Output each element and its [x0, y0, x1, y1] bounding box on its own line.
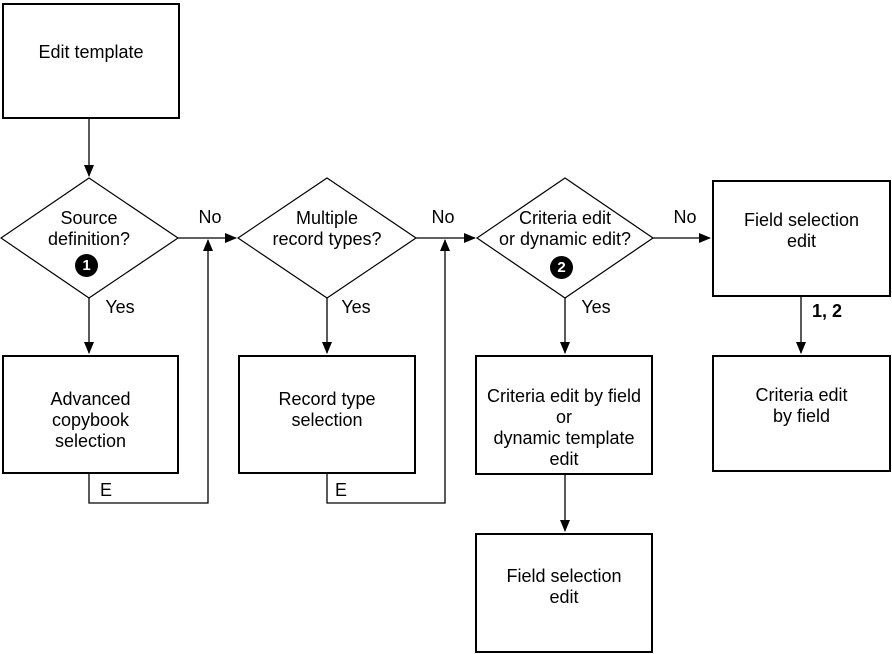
node-field-selection-edit-top-label: Field selection edit — [743, 210, 860, 251]
edge-label-yes-3: Yes — [581, 297, 611, 317]
edge-label-no-1: No — [198, 207, 222, 227]
node-field-selection-edit-bottom: Field selection edit — [475, 533, 653, 653]
node-edit-template: Edit template — [2, 3, 180, 119]
node-record-type-selection-label: Record type selection — [278, 389, 376, 430]
node-criteria-edit-by-field: Criteria edit by field — [712, 355, 891, 472]
node-criteria-edit-by-field-or-dynamic-template-edit-label: Criteria edit by field or dynamic templa… — [486, 386, 642, 469]
edge-label-no-2: No — [431, 207, 455, 227]
connector-exit-advanced-copybook-loop — [88, 239, 213, 504]
edge-label-yes-1: Yes — [105, 297, 135, 317]
node-criteria-edit-by-field-label: Criteria edit by field — [755, 385, 848, 426]
step-badge-1: 1 — [75, 254, 98, 277]
node-field-selection-edit-top: Field selection edit — [712, 180, 891, 297]
connector-exit-record-type-loop — [326, 239, 450, 504]
node-field-selection-edit-bottom-label: Field selection edit — [506, 566, 622, 607]
node-advanced-copybook-selection: Advanced copybook selection — [2, 355, 179, 474]
decision-criteria-or-dynamic-edit-label: Criteria edit or dynamic edit? — [498, 208, 632, 249]
edge-label-no-3: No — [673, 207, 697, 227]
decision-multiple-record-types-label: Multiple record types? — [272, 208, 382, 249]
node-edit-template-label: Edit template — [38, 42, 144, 62]
node-criteria-edit-by-field-or-dynamic-template-edit: Criteria edit by field or dynamic templa… — [475, 355, 653, 475]
edge-label-exit-2: E — [334, 480, 347, 500]
node-record-type-selection: Record type selection — [238, 355, 416, 474]
node-advanced-copybook-selection-label: Advanced copybook selection — [50, 389, 131, 451]
edge-label-exit-1: E — [99, 480, 112, 500]
decision-source-definition-label: Source definition? — [47, 208, 131, 249]
step-badge-2: 2 — [550, 256, 573, 279]
edge-label-one-two: 1, 2 — [811, 301, 843, 321]
edge-label-yes-2: Yes — [341, 297, 371, 317]
